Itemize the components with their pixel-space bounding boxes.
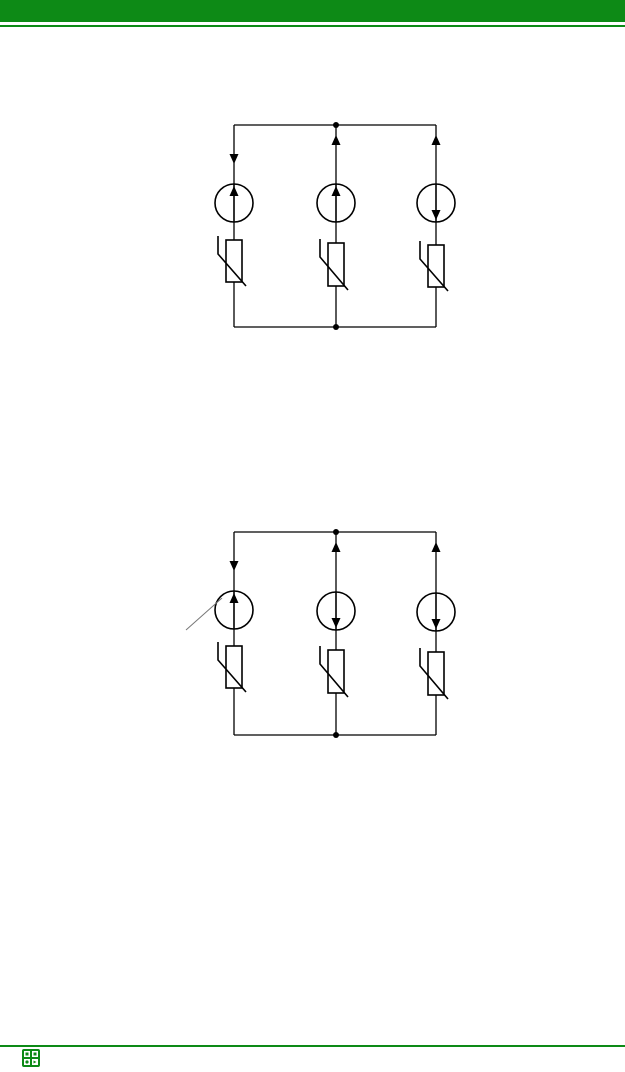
circuit-diagram-1 — [214, 122, 456, 330]
nonlinear-resistor-slash — [319, 646, 349, 698]
nonlinear-resistor — [427, 651, 445, 696]
source-arrow-up — [229, 186, 239, 196]
source-arrow-down — [431, 210, 441, 220]
nonlinear-resistor-slash — [419, 648, 449, 700]
nonlinear-resistor — [327, 242, 345, 287]
header-rule — [0, 25, 625, 27]
wire-arrow-down — [229, 561, 239, 571]
footer-rule — [0, 1045, 625, 1047]
wire-arrow-down — [229, 154, 239, 164]
app-logo-icon[interactable] — [22, 1049, 40, 1067]
wire-arrow-up — [331, 542, 341, 552]
leader-line — [185, 597, 223, 631]
nonlinear-resistor — [327, 649, 345, 694]
wire-arrow-up — [331, 135, 341, 145]
nonlinear-resistor-slash — [319, 239, 349, 291]
source-arrow-down — [431, 619, 441, 629]
wire-arrow-up — [431, 542, 441, 552]
source-arrow-up — [229, 593, 239, 603]
nonlinear-resistor — [225, 645, 243, 689]
nonlinear-resistor-slash — [419, 241, 449, 292]
nonlinear-resistor-slash — [217, 642, 247, 693]
source-arrow-up — [331, 186, 341, 196]
nonlinear-resistor — [427, 244, 445, 288]
source-arrow-down — [331, 618, 341, 628]
wire-arrow-up — [431, 135, 441, 145]
header-bar — [0, 0, 625, 22]
nonlinear-resistor-slash — [217, 236, 247, 287]
circuit-diagram-2 — [185, 529, 456, 738]
nonlinear-resistor — [225, 239, 243, 283]
